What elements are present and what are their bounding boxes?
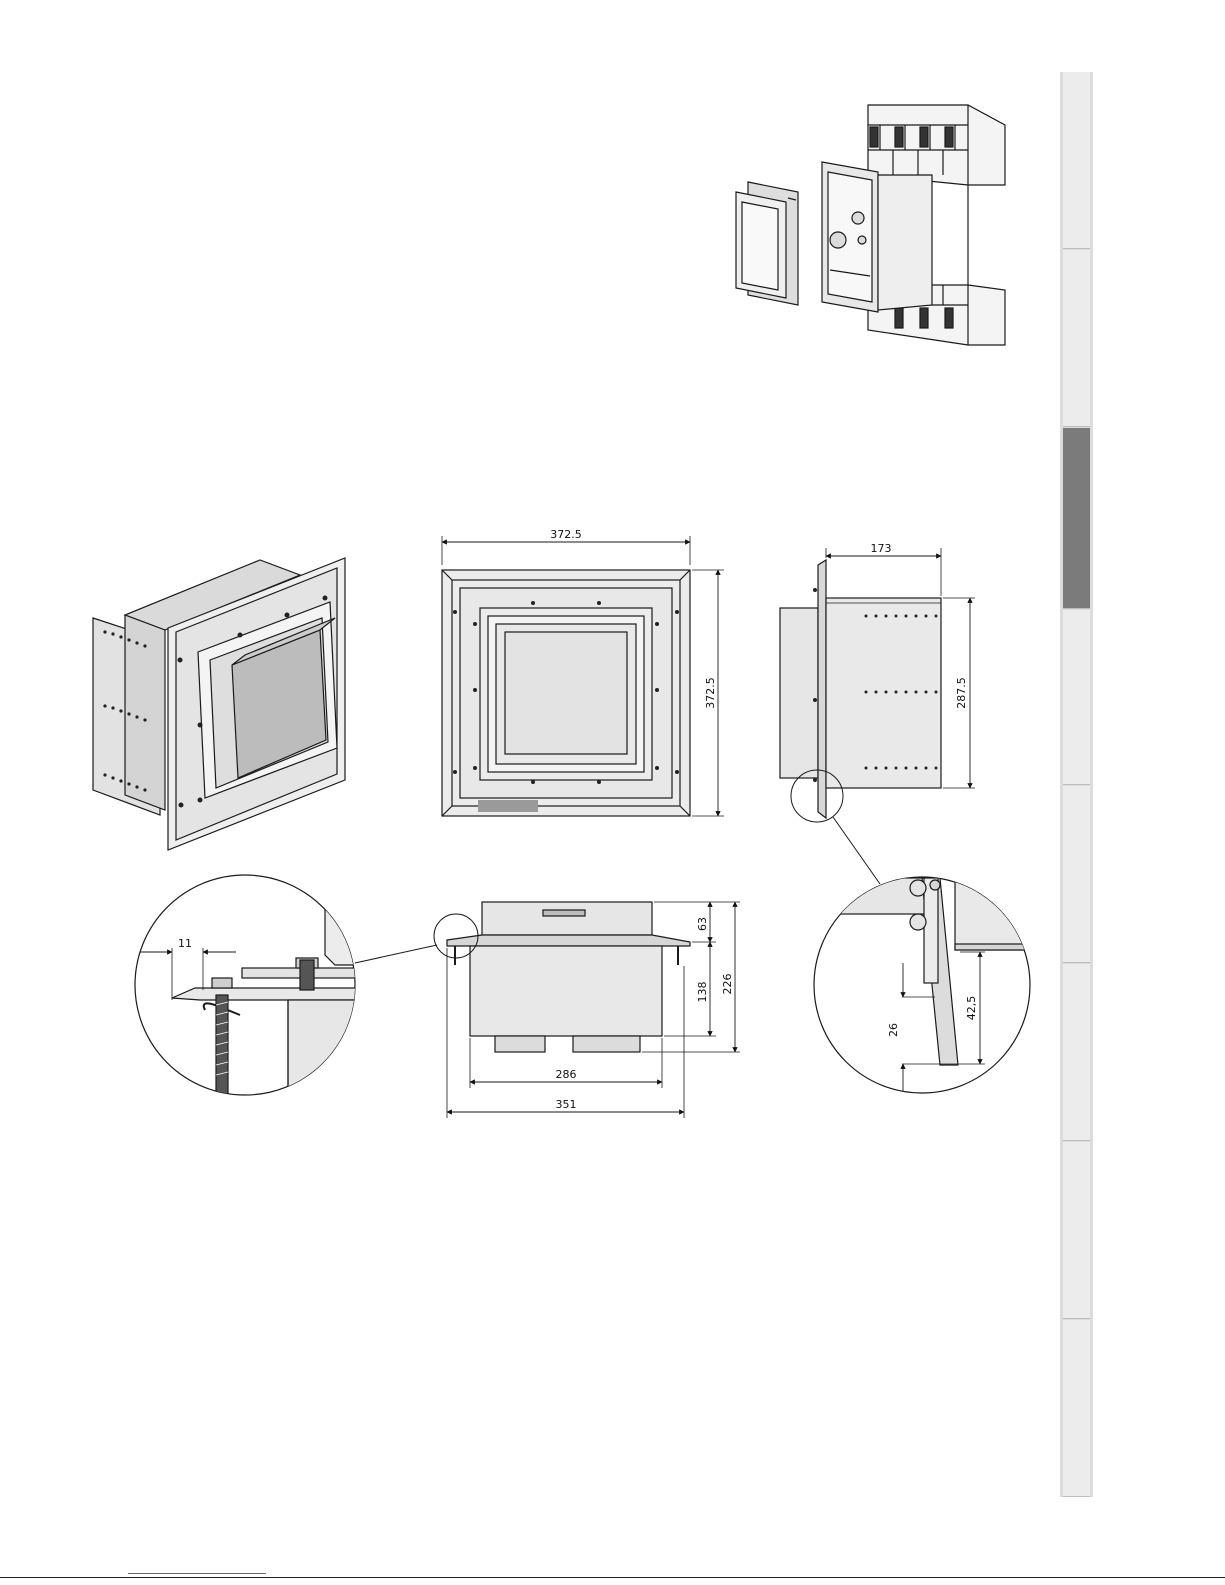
dim-side-depth: 173 [871,542,892,555]
bottom-view [355,902,740,1118]
dim-bottom-outer-width: 351 [556,1098,577,1111]
wall-installation-illustration [736,105,1005,345]
dim-bottom-total: 226 [721,974,734,995]
dim-side-height: 287.5 [955,677,968,709]
side-view [780,548,975,884]
dim-bottom-front: 63 [696,917,709,931]
dim-bottom-inner-width: 286 [556,1068,577,1081]
footer-rule [0,1577,1225,1578]
detail-right [810,877,1035,1098]
footer-link-underline[interactable] [128,1573,266,1574]
dim-detail-left-offset: 11 [178,937,192,950]
dim-bottom-body: 138 [696,982,709,1003]
isometric-view [93,558,345,850]
dim-detail-right-large: 42,5 [965,996,978,1021]
dim-detail-right-small: 26 [887,1023,900,1037]
dim-front-width: 372.5 [550,528,582,541]
dim-front-height: 372.5 [704,677,717,709]
detail-left [135,875,370,1100]
front-view [442,536,724,816]
